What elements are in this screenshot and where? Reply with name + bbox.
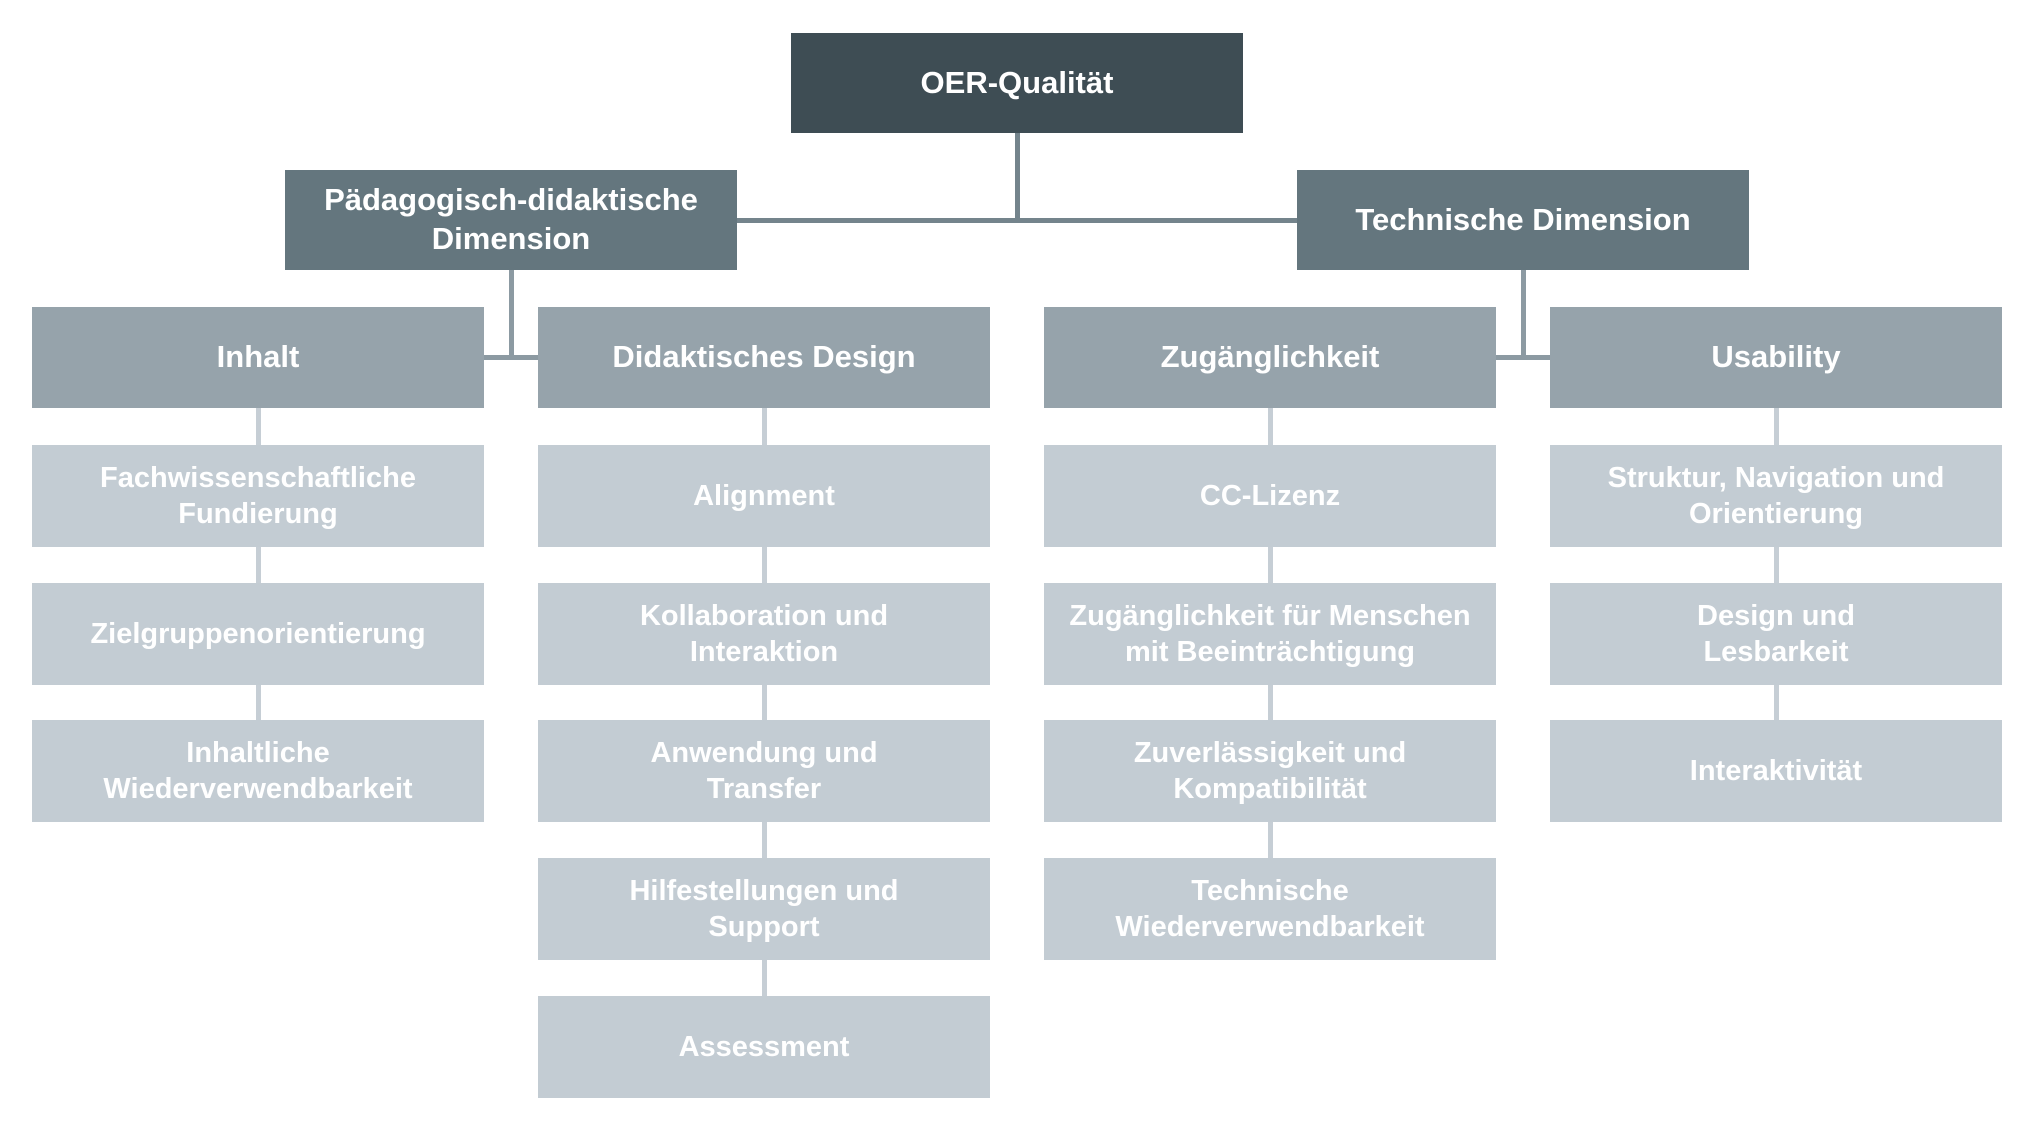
item-label: Kollaboration und Interaktion [639,599,889,668]
connector-column4 [1773,685,1779,720]
connector-root-horizontal [737,218,1297,223]
item-label: Struktur, Navigation und Orientierung [1607,461,1945,530]
connector-column3 [1267,822,1273,858]
item-label: Zugänglichkeit für Menschen mit Beeinträ… [1069,599,1471,668]
column-header-label: Usability [1711,339,1841,375]
item-box-struktur-navigation-orientierung: Struktur, Navigation und Orientierung [1550,445,2002,547]
item-label: Fachwissenschaftliche Fundierung [100,461,416,530]
item-label: Interaktivität [1689,754,1863,787]
connector-column3 [1267,547,1273,583]
item-label: Assessment [678,1030,850,1063]
item-label: Alignment [693,479,835,512]
dimension-box-technisch: Technische Dimension [1297,170,1749,270]
connector-root-vertical [1015,133,1020,220]
connector-column3 [1267,408,1273,445]
dimension-box-paedagogisch-didaktisch: Pädagogisch-didaktische Dimension [285,170,737,270]
column-header-label: Inhalt [216,339,300,375]
connector-column2 [761,408,767,445]
root-box-oer-qualitaet: OER-Qualität [791,33,1243,133]
column-header-usability: Usability [1550,307,2002,408]
item-box-assessment: Assessment [538,996,990,1098]
connector-column2 [761,822,767,858]
connector-column4 [1773,547,1779,583]
item-box-inhaltliche-wiederverwendbarkeit: Inhaltliche Wiederverwendbarkeit [32,720,484,822]
item-box-cc-lizenz: CC-Lizenz [1044,445,1496,547]
root-box-label: OER-Qualität [920,64,1114,100]
connector-column1 [255,547,261,583]
item-label: Anwendung und Transfer [650,736,878,805]
dimension-label: Pädagogisch-didaktische Dimension [324,182,698,256]
item-box-zugaenglichkeit-fuer-menschen: Zugänglichkeit für Menschen mit Beeinträ… [1044,583,1496,685]
connector-dimension-left-horizontal [484,355,538,360]
dimension-label: Technische Dimension [1355,201,1691,237]
item-label: Hilfestellungen und Support [629,874,899,943]
item-box-design-und-lesbarkeit: Design und Lesbarkeit [1550,583,2002,685]
column-header-label: Zugänglichkeit [1160,339,1380,375]
column-header-inhalt: Inhalt [32,307,484,408]
item-box-interaktivitaet: Interaktivität [1550,720,2002,822]
connector-dimension-left-vertical [509,270,514,360]
connector-column2 [761,685,767,720]
item-label: Zielgruppenorientierung [90,617,426,650]
connector-dimension-right-vertical [1521,270,1526,360]
connector-dimension-right-horizontal [1496,355,1550,360]
item-box-fachwissenschaftliche-fundierung: Fachwissenschaftliche Fundierung [32,445,484,547]
connector-column3 [1267,685,1273,720]
item-box-kollaboration-und-interaktion: Kollaboration und Interaktion [538,583,990,685]
column-header-label: Didaktisches Design [612,339,916,375]
item-label: Technische Wiederverwendbarkeit [1115,874,1425,943]
connector-column2 [761,960,767,996]
item-box-anwendung-und-transfer: Anwendung und Transfer [538,720,990,822]
item-label: Zuverlässigkeit und Kompatibilität [1133,736,1407,805]
item-label: CC-Lizenz [1199,479,1341,512]
column-header-zugaenglichkeit: Zugänglichkeit [1044,307,1496,408]
connector-column1 [255,685,261,720]
item-box-alignment: Alignment [538,445,990,547]
item-box-technische-wiederverwendbarkeit: Technische Wiederverwendbarkeit [1044,858,1496,960]
item-box-hilfestellungen-und-support: Hilfestellungen und Support [538,858,990,960]
connector-column4 [1773,408,1779,445]
item-box-zielgruppenorientierung: Zielgruppenorientierung [32,583,484,685]
item-label: Design und Lesbarkeit [1697,599,1855,668]
item-box-zuverlaessigkeit-und-kompatibilitaet: Zuverlässigkeit und Kompatibilität [1044,720,1496,822]
column-header-didaktisches-design: Didaktisches Design [538,307,990,408]
item-label: Inhaltliche Wiederverwendbarkeit [103,736,413,805]
connector-column2 [761,547,767,583]
connector-column1 [255,408,261,445]
